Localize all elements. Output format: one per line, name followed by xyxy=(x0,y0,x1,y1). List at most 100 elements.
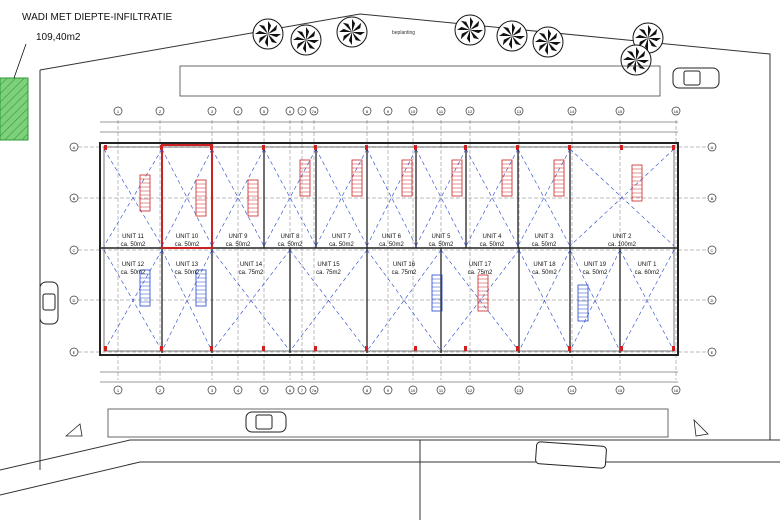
axis-bubble xyxy=(408,385,418,395)
axis-bubble xyxy=(297,106,307,116)
stair-icon xyxy=(299,159,311,197)
drain-marker xyxy=(464,346,467,351)
axis-bubble xyxy=(707,347,717,357)
axis-label: D xyxy=(73,298,76,303)
unit-size: ca. 75m2 xyxy=(316,270,341,276)
axis-label: A xyxy=(711,145,714,150)
axis-label: 6 xyxy=(289,388,292,393)
axis-label: 13 xyxy=(517,388,522,393)
unit-size: ca. 50m2 xyxy=(121,270,146,276)
axis-label: 2 xyxy=(159,388,162,393)
axis-label: B xyxy=(711,196,714,201)
beplanting-label: beplanting xyxy=(392,30,415,36)
axis-label: C xyxy=(73,248,76,253)
axis-bubble xyxy=(297,385,307,395)
drain-marker xyxy=(262,145,265,150)
drain-marker xyxy=(365,145,368,150)
axis-bubble xyxy=(615,385,625,395)
axis-bubble xyxy=(285,385,295,395)
drain-marker xyxy=(516,145,519,150)
stair-icon xyxy=(139,174,151,212)
drain-marker xyxy=(568,346,571,351)
drain-marker xyxy=(210,346,213,351)
unit-size: ca. 60m2 xyxy=(635,270,660,276)
unit-size: ca. 50m2 xyxy=(532,270,557,276)
axis-bubble xyxy=(671,106,681,116)
drain-marker xyxy=(314,145,317,150)
axis-label: 11 xyxy=(439,109,444,114)
unit-size: ca. 100m2 xyxy=(608,242,637,248)
unit-size: ca. 50m2 xyxy=(429,242,454,248)
drain-marker xyxy=(262,346,265,351)
axis-bubble xyxy=(615,106,625,116)
axis-label: 2 xyxy=(159,109,162,114)
axis-bubble xyxy=(69,142,79,152)
top-parking-strip xyxy=(179,65,661,97)
unit-name: UNIT 3 xyxy=(535,234,555,240)
stair-icon xyxy=(451,159,463,197)
drain-marker xyxy=(672,145,675,150)
axis-label: 12 xyxy=(468,109,473,114)
axis-label: 9 xyxy=(387,388,390,393)
stair-icon xyxy=(631,164,643,202)
axis-bubble xyxy=(383,106,393,116)
axis-label: 7 xyxy=(301,388,304,393)
unit-walls xyxy=(161,145,621,353)
drain-marker xyxy=(314,346,317,351)
unit-size: ca. 50m2 xyxy=(121,242,146,248)
axis-bubble xyxy=(233,106,243,116)
unit-name: UNIT 18 xyxy=(533,262,556,268)
axis-bubble xyxy=(408,106,418,116)
axis-label: 5 xyxy=(263,109,266,114)
unit-size: ca. 75m2 xyxy=(468,270,493,276)
drain-marker xyxy=(104,145,107,150)
axis-bubble xyxy=(309,385,319,395)
drain-marker xyxy=(516,346,519,351)
axis-bubble xyxy=(259,106,269,116)
stair-icon xyxy=(247,179,259,217)
axis-label: 7 xyxy=(301,109,304,114)
stair-icon xyxy=(501,159,513,197)
axis-label: 3 xyxy=(211,388,214,393)
unit-size: ca. 50m2 xyxy=(583,270,608,276)
axis-bubble xyxy=(707,142,717,152)
unit-size: ca. 75m2 xyxy=(239,270,264,276)
drain-marker xyxy=(414,145,417,150)
axis-bubble xyxy=(233,385,243,395)
axis-label: 12 xyxy=(468,388,473,393)
axis-bubble xyxy=(671,385,681,395)
stair-icon xyxy=(195,179,207,217)
axis-bubble xyxy=(514,385,524,395)
unit-name: UNIT 16 xyxy=(393,262,416,268)
unit-size: ca. 50m2 xyxy=(226,242,251,248)
axis-label: 14 xyxy=(570,109,575,114)
axis-label: E xyxy=(73,350,76,355)
drain-marker xyxy=(160,145,163,150)
drain-marker xyxy=(464,145,467,150)
stair-icon xyxy=(139,269,151,307)
wadi-area-label: 109,40m2 xyxy=(36,32,81,43)
unit-name: UNIT 7 xyxy=(332,234,352,240)
axis-label: 16 xyxy=(674,109,679,114)
axis-label: 14 xyxy=(570,388,575,393)
unit-size: ca. 50m2 xyxy=(175,270,200,276)
drain-marker xyxy=(365,346,368,351)
drain-marker xyxy=(620,346,623,351)
dashed-diagonals xyxy=(103,148,675,352)
car-icon xyxy=(672,67,720,89)
axis-bubble xyxy=(259,385,269,395)
tree-icon xyxy=(290,24,322,56)
axis-label: A xyxy=(73,145,76,150)
van-icon xyxy=(535,441,607,469)
axis-label: 5 xyxy=(263,388,266,393)
north-arrow-icon xyxy=(64,418,709,437)
unit-name: UNIT 15 xyxy=(317,262,340,268)
axis-bubble xyxy=(436,106,446,116)
stair-icon xyxy=(401,159,413,197)
drain-marker xyxy=(160,346,163,351)
unit-name: UNIT 14 xyxy=(240,262,263,268)
axis-label: 1 xyxy=(117,109,120,114)
axis-bubble xyxy=(309,106,319,116)
axis-label: 8 xyxy=(366,388,369,393)
